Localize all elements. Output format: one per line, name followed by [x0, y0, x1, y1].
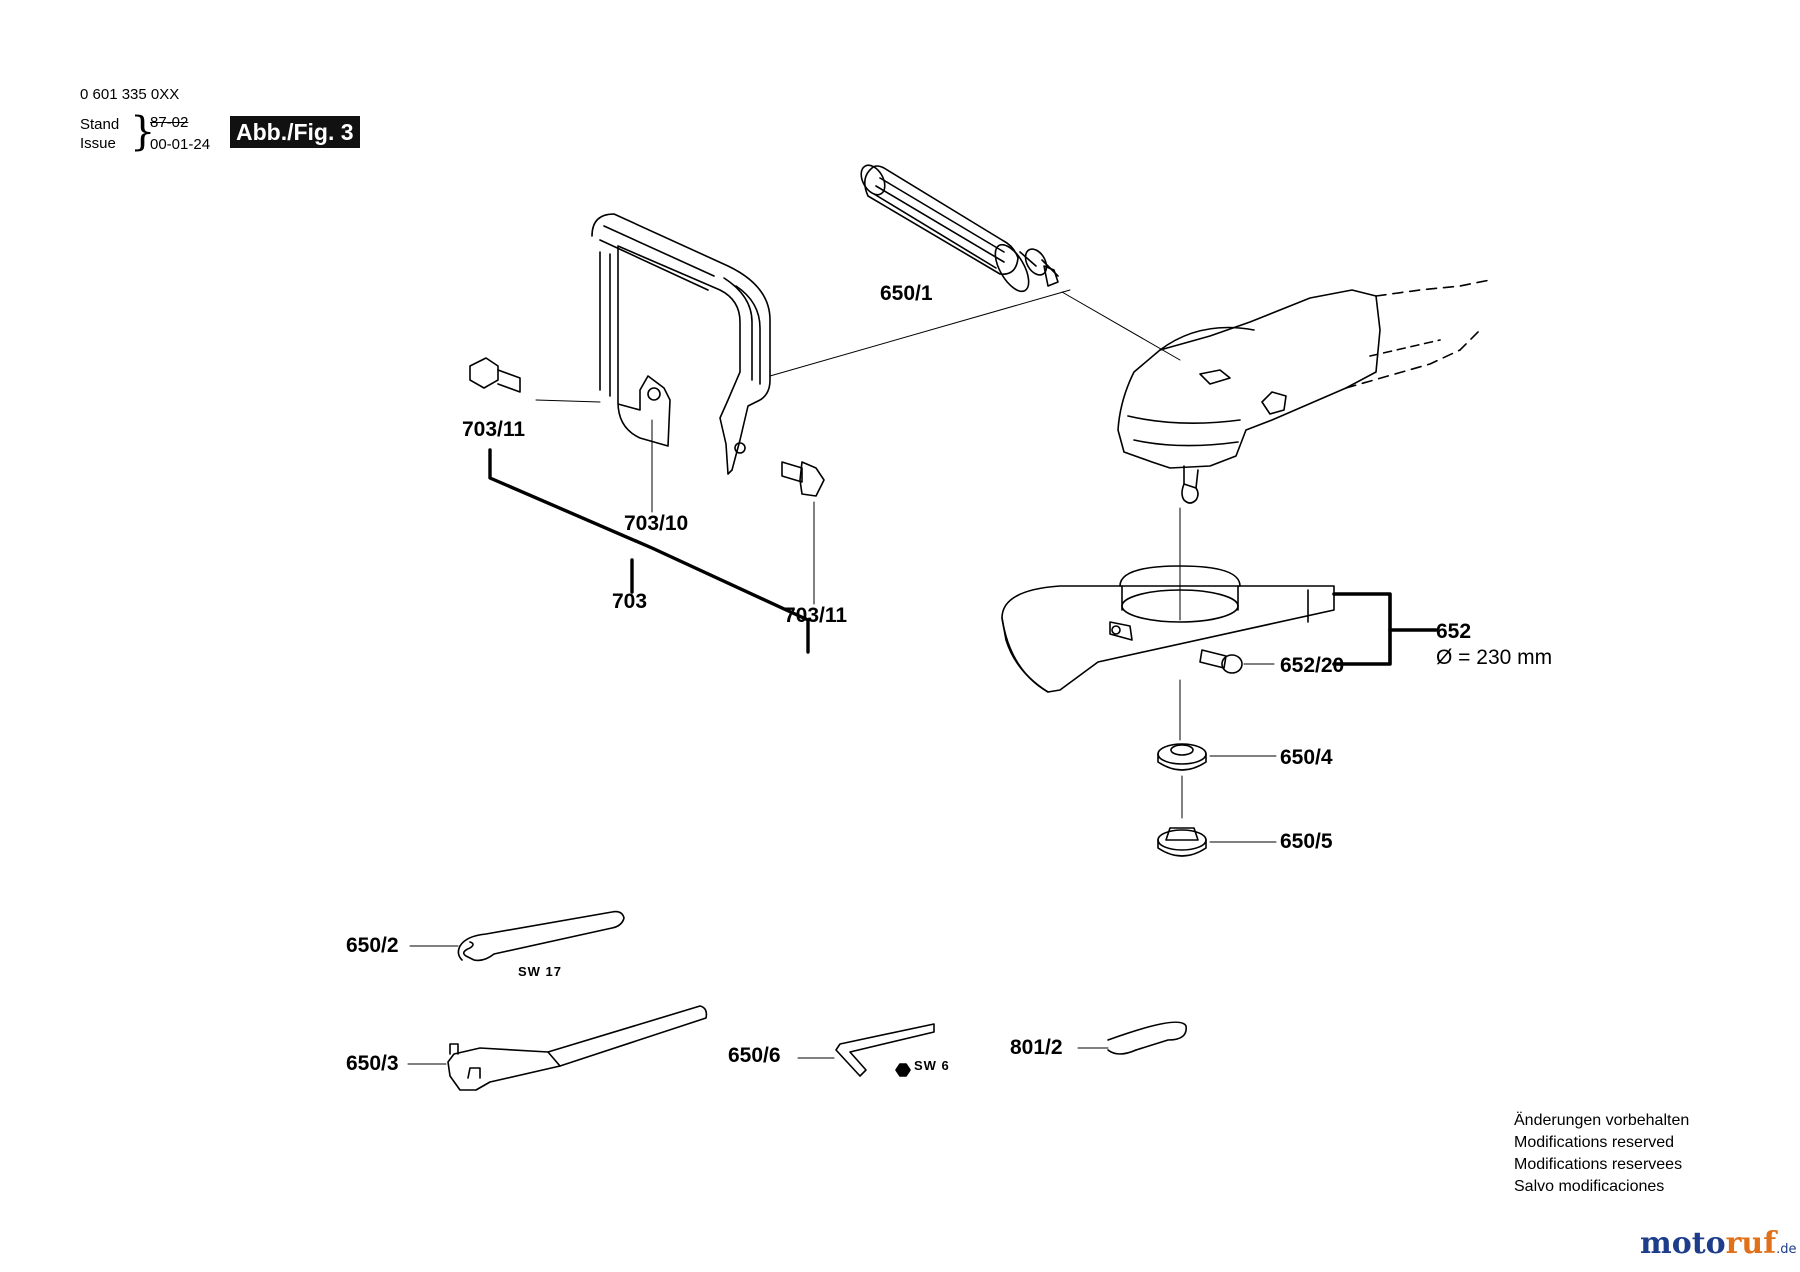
screw-left-part: [469, 357, 521, 393]
issue-label: Issue: [80, 135, 116, 152]
guard-screw-part: [1199, 649, 1243, 674]
hex-key-size-note: SW 6: [914, 1058, 950, 1073]
issue-date: 00-01-24: [150, 136, 211, 153]
stand-date: 87-02: [150, 114, 189, 131]
pin-wrench-part: [447, 1005, 708, 1091]
bow-handle-part: [591, 213, 771, 475]
screw-right-part: [781, 461, 825, 497]
flange-part: [1157, 743, 1207, 771]
clamp-nut-part: [1157, 827, 1207, 857]
logo-text-a: moto: [1640, 1226, 1726, 1261]
callout-650-4: 650/4: [1280, 746, 1333, 769]
callout-652: 652: [1436, 620, 1472, 643]
callout-650-2: 650/2: [346, 934, 399, 957]
callout-703-10: 703/10: [624, 512, 689, 535]
callout-703-11-right: 703/11: [784, 604, 848, 627]
callout-703-11-left: 703/11: [462, 418, 526, 441]
logo-text-b: ruf: [1725, 1226, 1777, 1261]
wheel-guard-part: [1001, 565, 1335, 693]
callout-703: 703: [612, 590, 648, 613]
logo-tld: .de: [1776, 1242, 1797, 1257]
figure-label: Abb./Fig. 3: [230, 116, 360, 148]
disclaimer-line: Änderungen vorbehalten: [1514, 1112, 1690, 1129]
callout-801-2: 801/2: [1010, 1036, 1063, 1059]
callout-650-3: 650/3: [346, 1052, 399, 1075]
open-wrench-part: [457, 910, 625, 962]
wrench-size-note: SW 17: [518, 964, 563, 979]
callout-650-6: 650/6: [728, 1044, 781, 1067]
hex-key-part: [835, 1023, 935, 1077]
motoruf-logo: motoruf.de: [1640, 1226, 1797, 1261]
side-handle-part: [860, 164, 1059, 293]
grinder-head-part: [1117, 279, 1491, 504]
disclaimer-line: Salvo modificaciones: [1514, 1178, 1665, 1195]
disclaimer: Änderungen vorbehalten Modifications res…: [1514, 1110, 1689, 1198]
locking-pin-part: [1107, 1021, 1187, 1055]
disclaimer-line: Modifications reserved: [1514, 1134, 1675, 1151]
disclaimer-line: Modifications reservees: [1514, 1156, 1683, 1173]
callout-650-1: 650/1: [880, 282, 933, 305]
callout-650-5: 650/5: [1280, 830, 1333, 853]
callout-652-20: 652/20: [1280, 654, 1345, 677]
brace-glyph: }: [130, 109, 156, 155]
part-number: 0 601 335 0XX: [80, 86, 180, 103]
stand-label: Stand: [80, 116, 120, 133]
diameter-note: Ø = 230 mm: [1436, 646, 1553, 669]
